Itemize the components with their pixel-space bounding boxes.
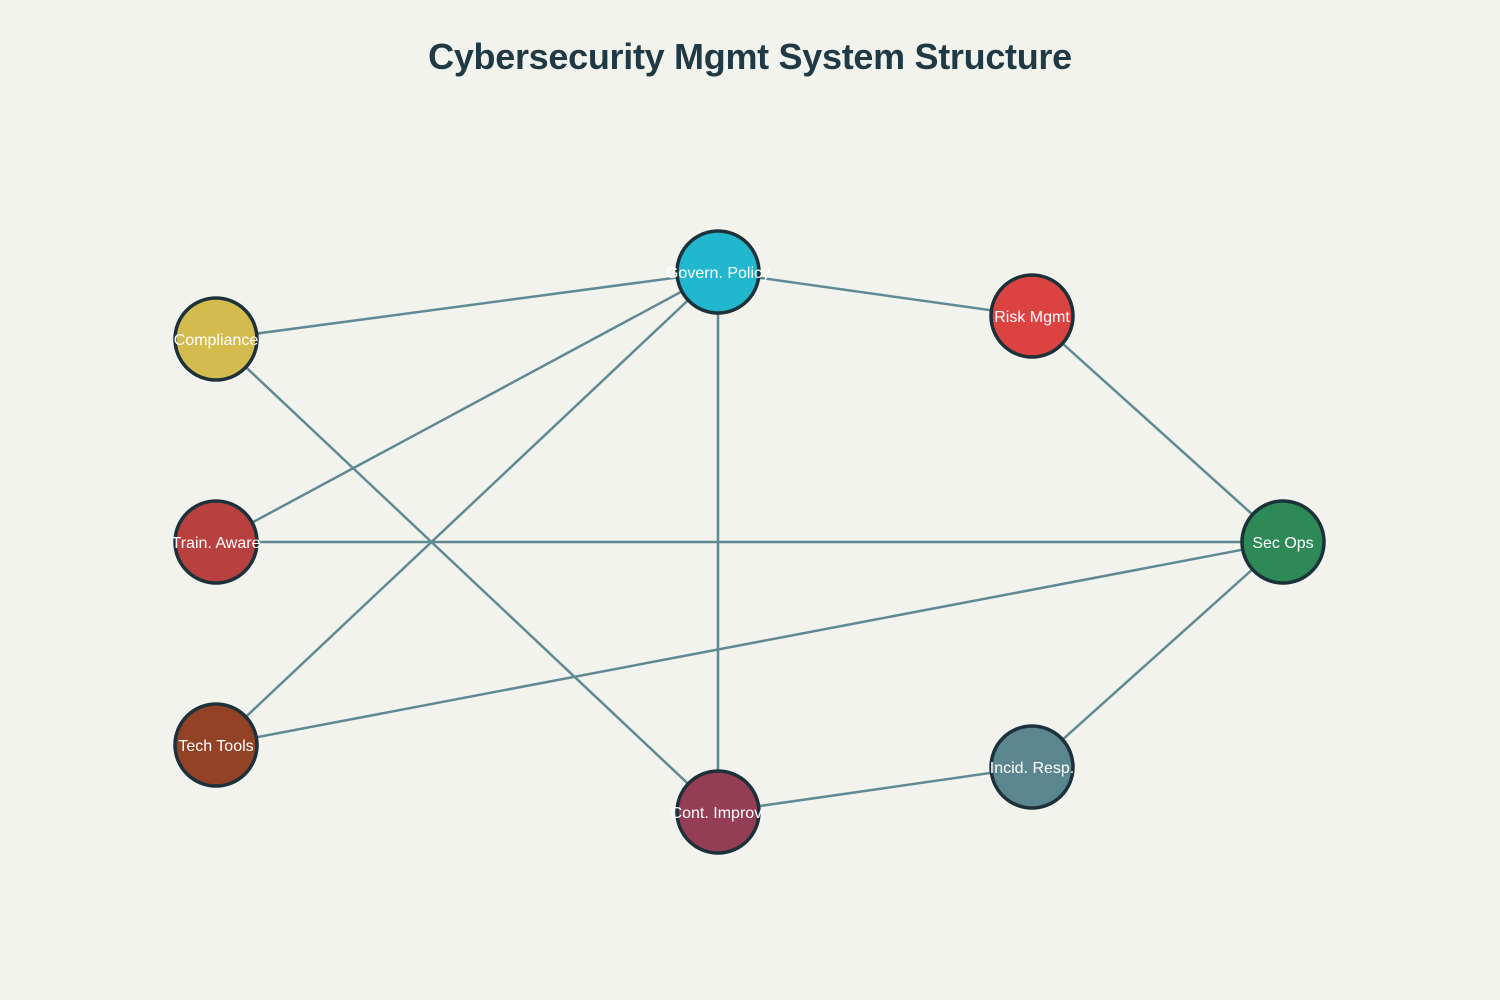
node-train[interactable]: Train. Aware bbox=[172, 499, 261, 585]
node-circle-secops[interactable] bbox=[1240, 499, 1326, 585]
node-circle-tech[interactable] bbox=[173, 702, 259, 788]
node-label-incid: Incid. Resp. bbox=[990, 760, 1074, 777]
edge-secops-incid bbox=[1031, 541, 1284, 768]
edges-layer bbox=[215, 270, 1284, 814]
edge-compliance-cont bbox=[215, 338, 719, 813]
node-label-tech: Tech Tools bbox=[178, 738, 253, 755]
edge-risk-secops bbox=[1031, 315, 1284, 543]
node-circle-train[interactable] bbox=[173, 499, 259, 585]
node-compliance[interactable]: Compliance bbox=[173, 296, 259, 382]
node-circle-incid[interactable] bbox=[989, 724, 1075, 810]
node-label-risk: Risk Mgmt bbox=[994, 309, 1070, 326]
edge-govern-compliance bbox=[215, 270, 719, 341]
edge-govern-risk bbox=[717, 270, 1033, 318]
node-label-compliance: Compliance bbox=[174, 332, 259, 349]
diagram-title: Cybersecurity Mgmt System Structure bbox=[428, 36, 1072, 77]
edge-incid-cont bbox=[717, 765, 1033, 814]
edge-govern-tech bbox=[215, 271, 719, 746]
node-label-cont: Cont. Improv. bbox=[671, 805, 766, 822]
edge-govern-train bbox=[215, 270, 719, 544]
node-secops[interactable]: Sec Ops bbox=[1240, 499, 1326, 585]
node-label-govern: Govern. Policy bbox=[666, 265, 770, 282]
node-incid[interactable]: Incid. Resp. bbox=[989, 724, 1075, 810]
node-circle-risk[interactable] bbox=[989, 273, 1075, 359]
node-risk[interactable]: Risk Mgmt bbox=[989, 273, 1075, 359]
node-label-secops: Sec Ops bbox=[1252, 535, 1313, 552]
node-cont[interactable]: Cont. Improv. bbox=[671, 769, 766, 855]
node-circle-compliance[interactable] bbox=[173, 296, 259, 382]
edge-tech-secops bbox=[215, 540, 1284, 747]
node-circle-cont[interactable] bbox=[675, 769, 761, 855]
node-circle-govern[interactable] bbox=[675, 229, 761, 315]
node-tech[interactable]: Tech Tools bbox=[173, 702, 259, 788]
node-govern[interactable]: Govern. Policy bbox=[666, 229, 770, 315]
node-label-train: Train. Aware bbox=[172, 535, 261, 552]
